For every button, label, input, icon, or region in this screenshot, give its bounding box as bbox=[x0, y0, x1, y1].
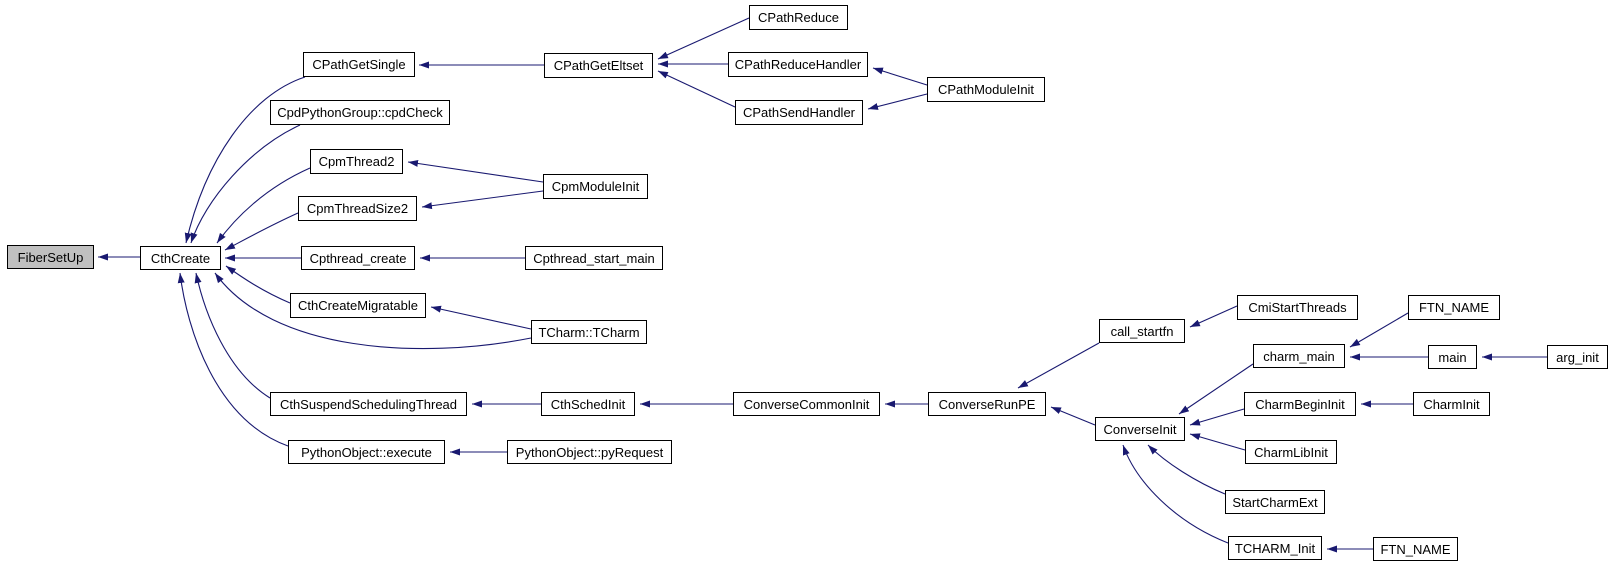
edge-tcharm-init-to-converseinit bbox=[1122, 444, 1229, 544]
edge-cthsuspendschedulingthread-to-cthcreate bbox=[194, 272, 271, 399]
node-cthcreate[interactable]: CthCreate bbox=[140, 246, 221, 270]
edge-cpathmoduleinit-to-cpathsendhandler bbox=[867, 93, 928, 110]
node-charminit[interactable]: CharmInit bbox=[1413, 392, 1490, 416]
node-cpathsendhandler[interactable]: CPathSendHandler bbox=[735, 100, 863, 125]
node-arg-init[interactable]: arg_init bbox=[1547, 345, 1608, 369]
node-cpthread-create[interactable]: Cpthread_create bbox=[301, 246, 415, 270]
edge-cpathreduce-to-cpathgeteltset bbox=[657, 17, 750, 60]
edge-startcharmext-to-converseinit bbox=[1147, 444, 1226, 495]
node-tcharm-init[interactable]: TCHARM_Init bbox=[1228, 536, 1322, 560]
node-tcharm-tcharm[interactable]: TCharm::TCharm bbox=[531, 320, 647, 344]
node-charmbegininit[interactable]: CharmBeginInit bbox=[1244, 392, 1356, 416]
edge-charm-main-to-converseinit bbox=[1178, 363, 1254, 415]
node-cpathreduce[interactable]: CPathReduce bbox=[749, 5, 848, 30]
node-ftn-name-top[interactable]: FTN_NAME bbox=[1408, 295, 1500, 320]
edge-cpathmoduleinit-to-cpathreducehandler bbox=[872, 67, 928, 86]
node-cpathgetsingle[interactable]: CPathGetSingle bbox=[303, 52, 415, 77]
node-cthcreatemigratable[interactable]: CthCreateMigratable bbox=[290, 293, 426, 318]
node-conversecommoninit[interactable]: ConverseCommonInit bbox=[733, 392, 880, 416]
edge-cpathsendhandler-to-cpathgeteltset bbox=[657, 70, 736, 108]
edge-charmlibinit-to-converseinit bbox=[1189, 433, 1246, 451]
edge-cpmmoduleinit-to-cpmthreadsize2 bbox=[421, 190, 544, 210]
node-cpathreducehandler[interactable]: CPathReduceHandler bbox=[728, 52, 868, 77]
edge-ftn-name-top-to-charm-main bbox=[1349, 312, 1409, 348]
node-cpmmoduleinit[interactable]: CpmModuleInit bbox=[543, 174, 648, 199]
node-converserunpe[interactable]: ConverseRunPE bbox=[928, 392, 1046, 416]
edge-cpmthreadsize2-to-cthcreate bbox=[224, 212, 299, 251]
node-cpdpythongroup-cpdcheck[interactable]: CpdPythonGroup::cpdCheck bbox=[270, 100, 450, 125]
edge-cpdpythongroup-cpdcheck-to-cthcreate bbox=[190, 124, 301, 244]
node-cpmthread2[interactable]: CpmThread2 bbox=[310, 149, 403, 174]
node-cpmthreadsize2[interactable]: CpmThreadSize2 bbox=[298, 196, 417, 221]
node-cpthread-start-main[interactable]: Cpthread_start_main bbox=[525, 246, 663, 270]
node-converseinit[interactable]: ConverseInit bbox=[1095, 417, 1185, 441]
node-cthsuspendschedulingthread[interactable]: CthSuspendSchedulingThread bbox=[270, 392, 467, 416]
node-ftn-name-bottom[interactable]: FTN_NAME bbox=[1373, 537, 1458, 561]
edge-converseinit-to-converserunpe bbox=[1050, 406, 1096, 426]
edge-tcharm-tcharm-to-cthcreate bbox=[214, 272, 532, 350]
node-pythonobject-execute[interactable]: PythonObject::execute bbox=[288, 440, 445, 464]
edge-pythonobject-execute-to-cthcreate bbox=[177, 272, 289, 447]
edge-cpathgetsingle-to-cthcreate bbox=[184, 76, 306, 244]
node-call-startfn[interactable]: call_startfn bbox=[1099, 319, 1185, 343]
node-charm-main[interactable]: charm_main bbox=[1253, 344, 1345, 368]
node-cpathmoduleinit[interactable]: CPathModuleInit bbox=[927, 77, 1045, 102]
node-cmistartthreads[interactable]: CmiStartThreads bbox=[1237, 295, 1358, 320]
node-charmlibinit[interactable]: CharmLibInit bbox=[1245, 440, 1337, 464]
edge-cpmmoduleinit-to-cpmthread2 bbox=[407, 160, 544, 183]
node-main[interactable]: main bbox=[1428, 345, 1477, 369]
edge-tcharm-tcharm-to-cthcreatemigratable bbox=[430, 305, 532, 330]
edge-call-startfn-to-converserunpe bbox=[1017, 342, 1100, 389]
node-pythonobject-pyrequest[interactable]: PythonObject::pyRequest bbox=[507, 440, 672, 464]
node-cpathgeteltset[interactable]: CPathGetEltset bbox=[544, 53, 653, 78]
node-startcharmext[interactable]: StartCharmExt bbox=[1225, 490, 1325, 514]
edge-cmistartthreads-to-call-startfn bbox=[1189, 305, 1238, 328]
edge-charmbegininit-to-converseinit bbox=[1189, 408, 1245, 426]
edge-cpmthread2-to-cthcreate bbox=[216, 167, 311, 244]
node-fibersetup: FiberSetUp bbox=[7, 245, 94, 269]
edge-cthcreatemigratable-to-cthcreate bbox=[225, 265, 291, 304]
node-cthschedinit[interactable]: CthSchedInit bbox=[541, 392, 635, 416]
